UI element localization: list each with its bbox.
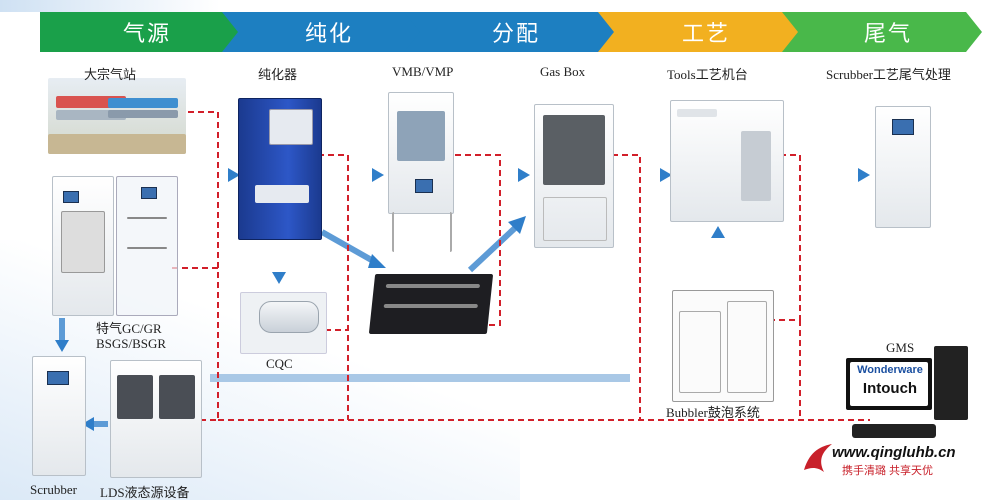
corner-decoration — [0, 0, 220, 12]
scrubber-top-cabinet — [875, 106, 931, 228]
stage-label: 气源 — [122, 22, 171, 47]
company-logo-mark — [804, 444, 832, 472]
stage-label: 工艺 — [681, 22, 730, 47]
special-gas-cabinet — [52, 176, 114, 316]
special-gas-rack — [116, 176, 178, 316]
bsgs-label: BSGS/BSGR — [96, 336, 167, 351]
gms-label: GMS — [886, 340, 915, 355]
gms-tower — [934, 346, 968, 420]
bubbler-label: Bubbler鼓泡系统 — [666, 405, 760, 420]
logo-url: www.qingluhb.cn — [832, 444, 956, 461]
tools-machine — [670, 100, 784, 222]
purifier-cabinet — [238, 98, 322, 240]
gms-monitor — [846, 358, 932, 410]
special-gas-label: 特气GC/GR — [96, 321, 162, 336]
logo-slogan: 携手清璐 共享天优 — [842, 465, 934, 477]
gms-keyboard — [852, 424, 936, 438]
stage-label: 尾气 — [863, 22, 912, 47]
stage-label: 纯化 — [304, 22, 353, 47]
stage-4: 工艺 — [598, 12, 802, 52]
wonderware-label: Wonderware — [857, 364, 923, 376]
stage-1: 气源 — [40, 12, 242, 52]
tools-label: Tools工艺机台 — [667, 67, 748, 82]
gas-box-cabinet — [534, 104, 614, 248]
stage-3: 分配 — [404, 12, 616, 52]
bulk-gas-label: 大宗气站 — [84, 67, 137, 82]
purifier-label: 纯化器 — [258, 67, 298, 82]
stage-5: 尾气 — [782, 12, 982, 52]
flow-arrows — [55, 168, 870, 431]
stage-label: 分配 — [491, 22, 540, 47]
bulk-gas-image — [48, 78, 186, 154]
scrubber-top-label: Scrubber工艺尾气处理 — [826, 67, 951, 82]
cqc-device — [240, 292, 327, 354]
bubbler-system — [672, 290, 774, 402]
vmb-cabinet — [388, 92, 454, 214]
gasbox-label: Gas Box — [540, 64, 586, 79]
scrubber-bottom-cabinet — [32, 356, 86, 476]
cqc-label: CQC — [266, 356, 293, 371]
vmp-panel — [368, 274, 494, 334]
stage-2: 纯化 — [222, 12, 424, 52]
vmb-stand — [392, 212, 452, 252]
vmb-label: VMB/VMP — [392, 64, 454, 79]
lds-label: LDS液态源设备 — [100, 485, 190, 500]
signal-lines — [172, 107, 921, 421]
scrubber-bottom-label: Scrubber — [30, 482, 77, 497]
lds-cabinet — [110, 360, 202, 478]
intouch-label: Intouch — [862, 380, 918, 397]
